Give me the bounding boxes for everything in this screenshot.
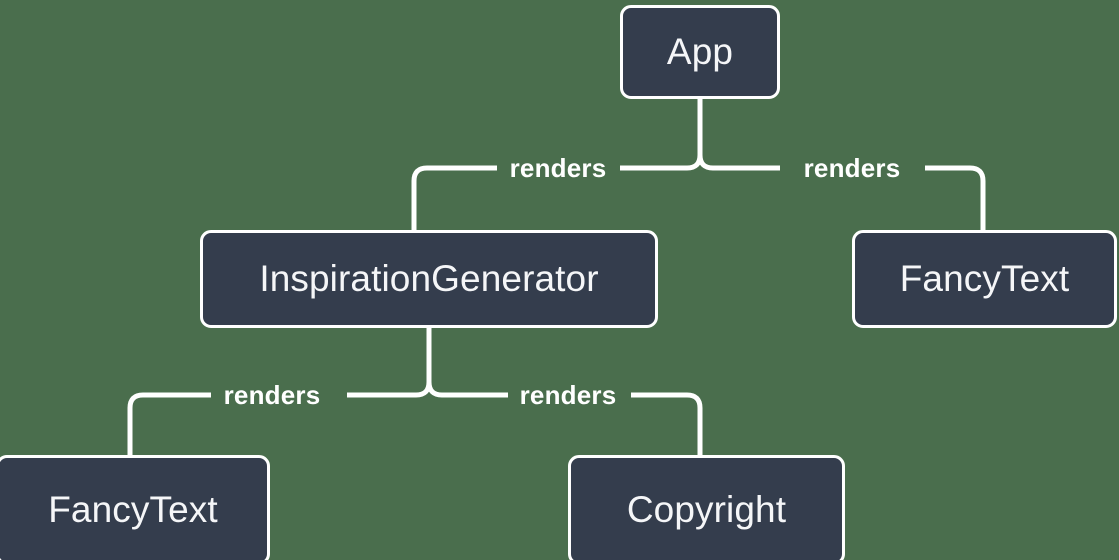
edge-label-ig-to-copyright: renders (519, 380, 617, 410)
edge-app-to-fancytext-right-line-2 (925, 165, 986, 230)
edge-app-to-fancytext-right-line (697, 154, 780, 171)
node-inspiration-generator-label: InspirationGenerator (259, 257, 599, 299)
edge-app-to-inspiration-generator-line-2 (411, 165, 497, 230)
edge-ig-to-copyright-line-2 (631, 392, 703, 455)
edge-label-app-to-inspiration-generator: renders (509, 153, 607, 183)
node-inspiration-generator[interactable]: InspirationGenerator (200, 230, 658, 328)
edge-ig-to-fancytext-bottom-line-2 (127, 392, 211, 455)
node-fancytext-right-label: FancyText (899, 257, 1070, 299)
edge-label-ig-to-fancytext-bottom: renders (223, 380, 321, 410)
edge-label-app-to-fancytext-right: renders (803, 153, 901, 183)
node-app[interactable]: App (620, 5, 780, 99)
edge-ig-to-copyright-line (426, 381, 508, 398)
node-fancytext-bottom-label: FancyText (48, 488, 218, 530)
node-fancytext-right[interactable]: FancyText (852, 230, 1117, 328)
edge-app-to-inspiration-generator-line (620, 154, 703, 171)
node-fancytext-bottom[interactable]: FancyText (0, 455, 270, 560)
node-copyright-label: Copyright (626, 488, 787, 530)
edge-ig-to-fancytext-bottom-line (347, 381, 432, 398)
node-app-label: App (666, 30, 734, 72)
node-copyright[interactable]: Copyright (568, 455, 845, 560)
